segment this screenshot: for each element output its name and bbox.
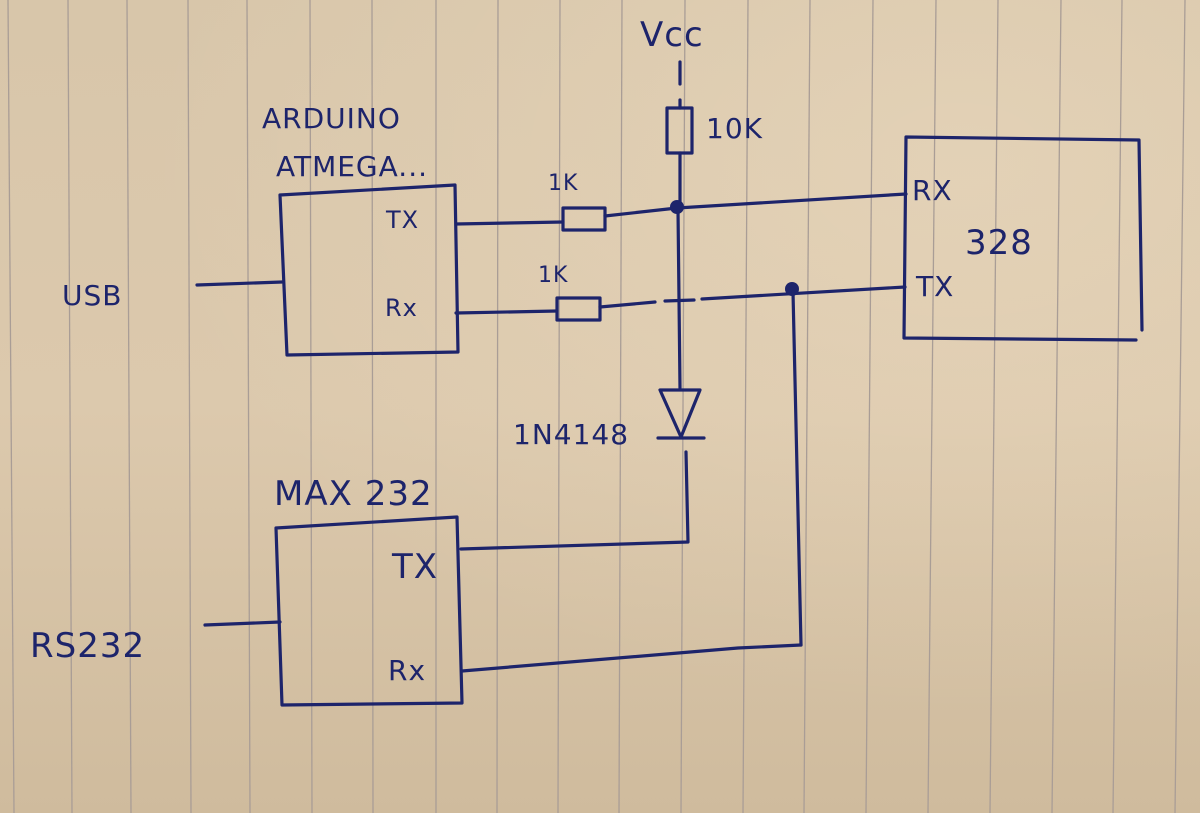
max232-label: MAX 232 (274, 474, 433, 514)
max-rx-pin-label: Rx (388, 654, 426, 687)
chip-328-block (902, 135, 1144, 342)
diode-label: 1N4148 (513, 418, 629, 451)
resistor-1k-tx (561, 206, 607, 232)
rs232-label: RS232 (30, 626, 145, 666)
chip-tx-pin-label: TX (915, 270, 954, 303)
tx-line (454, 192, 908, 232)
arduino-title-line2: ATMEGA... (276, 150, 428, 183)
max232-block (203, 515, 464, 707)
chip-rx-pin-label: RX (912, 174, 953, 207)
arduino-tx-pin-label: TX (385, 206, 419, 234)
usb-wire (195, 280, 284, 287)
vcc-label: Vcc (640, 15, 704, 55)
arduino-block (195, 183, 460, 357)
chip-328-label: 328 (965, 223, 1033, 263)
max-tx-pin-label: TX (391, 547, 438, 587)
arduino-title-line1: ARDUINO (262, 102, 401, 135)
diode-1n4148 (459, 208, 706, 551)
ruled-lines (7, 0, 1186, 813)
tx-net-junction (785, 282, 799, 296)
resistor-tx-label: 1K (548, 171, 578, 196)
usb-label: USB (62, 279, 122, 312)
pullup-resistor-10k (665, 60, 694, 207)
arduino-rx-pin-label: Rx (385, 294, 418, 322)
rs232-wire (203, 620, 282, 627)
pullup-value-label: 10K (706, 112, 763, 145)
resistor-1k-rx (555, 296, 602, 322)
max-rx-line (460, 290, 803, 673)
resistor-rx-label: 1K (538, 263, 568, 288)
